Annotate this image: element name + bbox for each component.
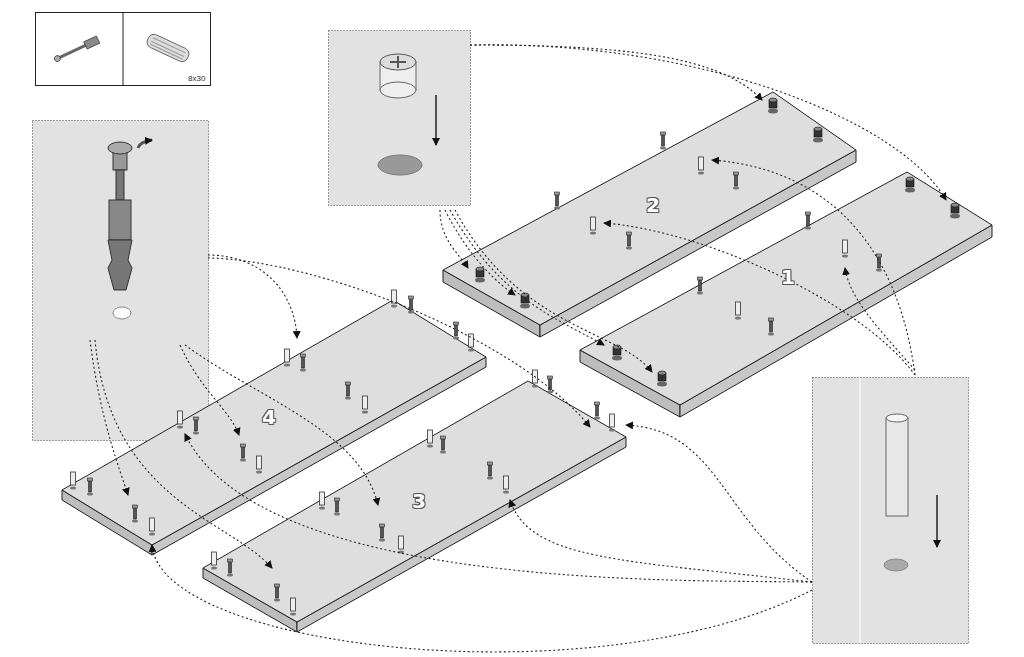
panel-number: 4 bbox=[262, 407, 276, 427]
panel-number: 2 bbox=[646, 195, 660, 215]
panel-number: 3 bbox=[412, 491, 426, 511]
part-size: 8x30 bbox=[188, 75, 205, 83]
panel-number: 1 bbox=[781, 267, 795, 287]
